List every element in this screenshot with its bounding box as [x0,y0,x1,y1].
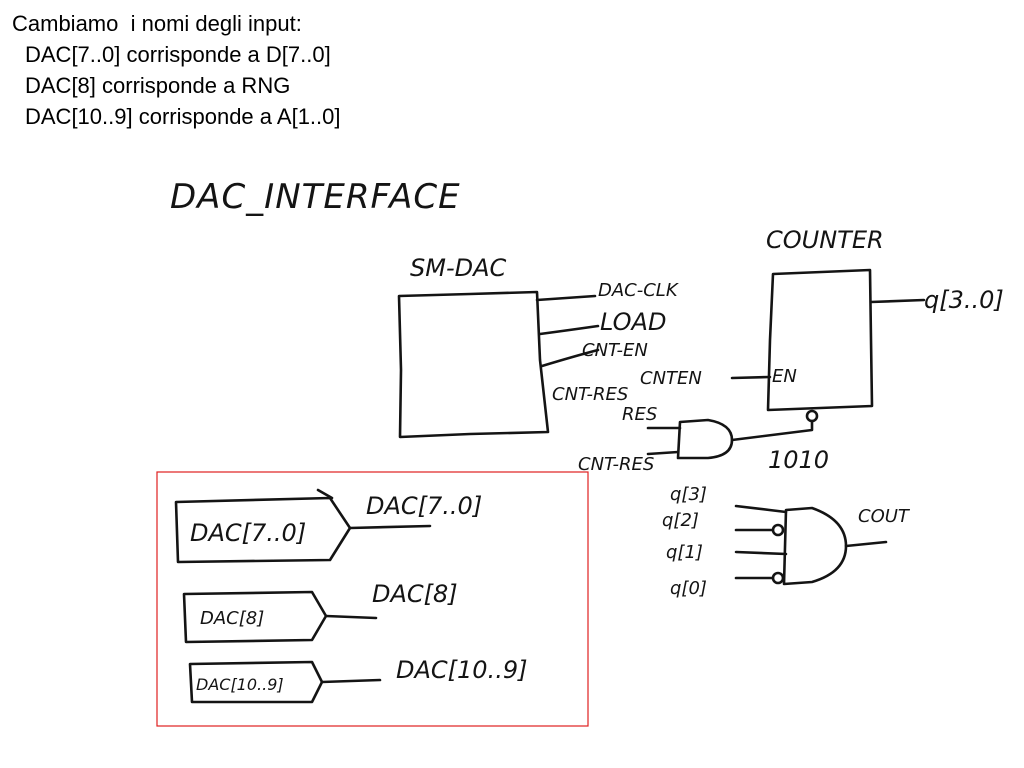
wire-dac-clk [535,294,597,302]
wire-cnt-en [540,348,600,368]
compare-output-label: COUT [858,506,911,527]
compare-input-q2: q[2] [662,510,699,531]
wire-dac-address [320,678,382,684]
compare-constant: 1010 [768,446,829,474]
q2-invert-bubble [771,523,785,537]
wire-load [538,324,600,336]
counter-name: COUNTER [766,226,884,254]
wire-cnt-res-input [646,450,680,456]
signal-cnt-res: CNT-RES [552,384,628,405]
port-label-dac-data: DAC[7..0] [190,519,306,547]
caption-text: Cambiamo i nomi degli input: DAC[7..0] c… [12,8,341,132]
counter-enable-pin: EN [772,366,797,387]
net-label-dac-address: DAC[10..9] [396,656,527,684]
output-port-dac-address [188,660,324,704]
counter-enable-signal: CNTEN [640,368,702,389]
caption-line-dac-range: DAC[8] corrisponde a RNG [25,73,291,98]
caption-line-dac-data: DAC[7..0] corrisponde a D[7..0] [25,42,331,67]
compare-input-q0: q[0] [670,578,707,599]
reset-and-gate [676,418,734,460]
output-port-dac-range [182,590,328,644]
caption-line-dac-address: DAC[10..9] corrisponde a A[1..0] [25,104,341,129]
signal-cnt-en: CNT-EN [582,340,648,361]
gate-input-cnt-res: CNT-RES [578,454,654,475]
wire-q1 [734,550,788,556]
highlight-box [156,471,589,727]
state-machine-name: SM-DAC [410,254,507,282]
state-machine-block [397,290,550,439]
diagram-title: DAC_INTERFACE [170,177,461,217]
net-label-dac-range: DAC[8] [372,580,458,608]
wire-dac-data [348,524,432,530]
caption-line-heading: Cambiamo i nomi degli input: [12,11,302,36]
net-label-dac-data: DAC[7..0] [366,492,482,520]
counter-block [766,268,874,412]
gate-input-res: RES [622,404,657,425]
compare-input-q3: q[3] [670,484,707,505]
wire-q3 [734,504,788,514]
q0-invert-bubble [771,571,785,585]
counter-output-label: q[3..0] [924,286,1004,314]
wire-counter-output [869,298,926,304]
signal-load: LOAD [600,308,666,336]
wire-dac-range [324,614,378,620]
port-dac-data-tick [316,488,334,500]
signal-dac-clk: DAC-CLK [598,280,679,301]
wire-counter-enable [730,375,772,380]
port-label-dac-range: DAC[8] [200,608,264,629]
output-port-dac-data [174,496,352,564]
wire-reset [730,419,814,442]
counter-reset-bubble [805,409,819,423]
port-label-dac-address: DAC[10..9] [196,675,284,694]
compare-and-gate [782,506,848,586]
wire-cout [844,540,888,548]
compare-input-q1: q[1] [666,542,703,563]
